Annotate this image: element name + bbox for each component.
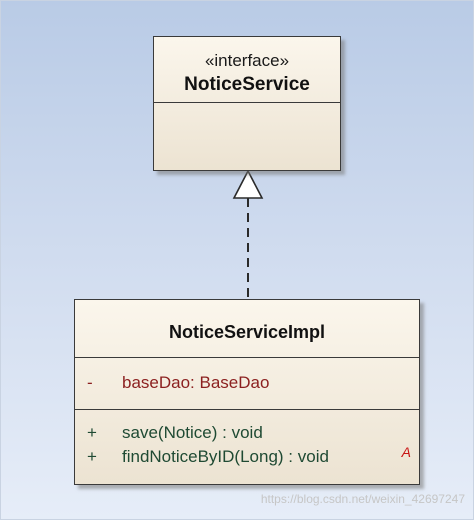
operation-visibility: +: [87, 423, 97, 442]
operations-compartment: + save(Notice) : void + findNoticeByID(L…: [75, 410, 419, 469]
abstract-marker: A: [401, 444, 411, 460]
interface-class-name: NoticeService: [184, 74, 310, 95]
operation-text: save(Notice) : void: [122, 423, 263, 442]
impl-class-name: NoticeServiceImpl: [168, 322, 326, 342]
operation-text: findNoticeByID(Long) : void: [122, 447, 329, 466]
operation-row: + save(Notice) : void: [75, 421, 419, 445]
operation-row: + findNoticeByID(Long) : void: [75, 445, 419, 469]
impl-class-box[interactable]: NoticeServiceImpl - baseDao: BaseDao + s…: [74, 299, 420, 485]
operation-visibility: +: [87, 447, 97, 466]
impl-class-header: NoticeServiceImpl: [75, 300, 419, 358]
attribute-visibility: -: [87, 373, 93, 392]
watermark-text: https://blog.csdn.net/weixin_42697247: [260, 492, 465, 506]
realization-arrowhead: [232, 169, 264, 199]
attribute-text: baseDao: BaseDao: [122, 373, 270, 392]
interface-class-box[interactable]: «interface» NoticeService: [153, 36, 341, 171]
attributes-compartment: - baseDao: BaseDao: [75, 358, 419, 410]
attribute-row: - baseDao: BaseDao: [75, 371, 419, 395]
interface-class-header: «interface» NoticeService: [154, 37, 340, 103]
interface-stereotype: «interface»: [204, 51, 290, 70]
